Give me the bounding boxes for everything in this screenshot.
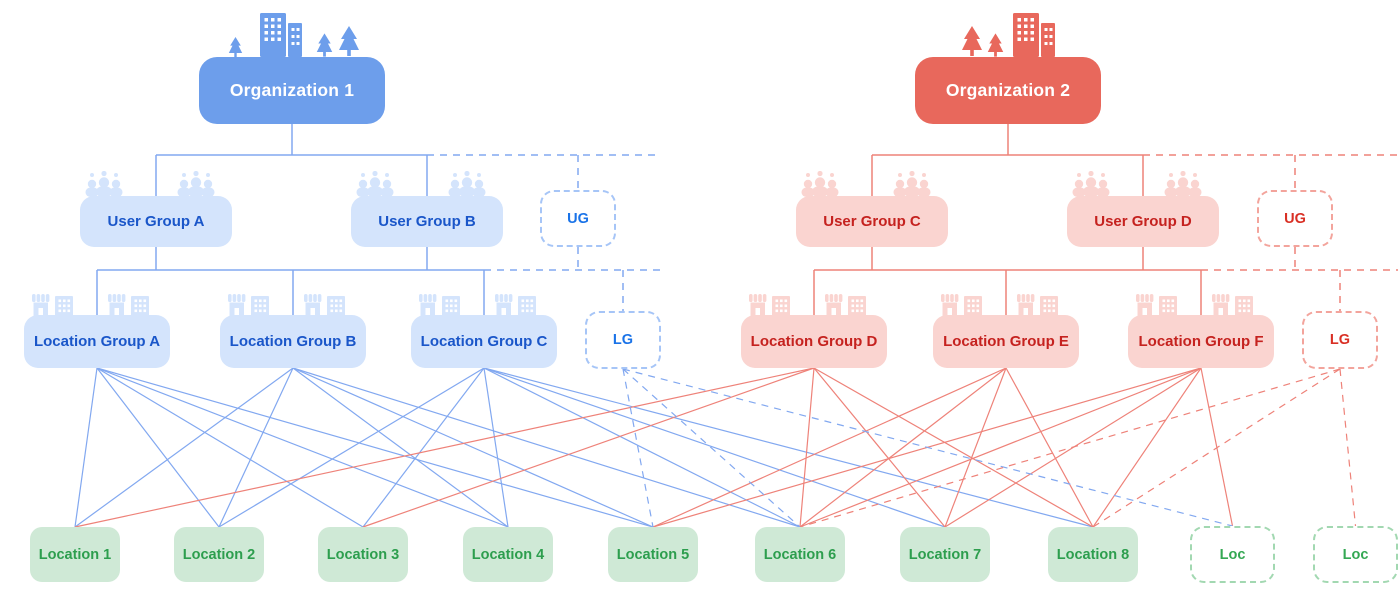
location-7-label: Location 7: [908, 546, 982, 563]
location-group-b-label: Location Group B: [229, 333, 357, 350]
location-group-a-label: Location Group A: [33, 333, 161, 350]
storefront-icons: [32, 294, 149, 316]
user-group-c-box: User Group C: [796, 196, 948, 247]
storefront-icons: [228, 294, 345, 316]
people-icon: [85, 171, 215, 197]
location-group-ghost-label: LG: [612, 332, 634, 348]
location-3-box: Location 3: [318, 527, 408, 582]
location-group-c-box: Location Group C: [411, 315, 557, 368]
location-ghost-label: Loc: [1342, 546, 1369, 563]
location-7-box: Location 7: [900, 527, 990, 582]
user-group-b-box: User Group B: [351, 196, 503, 247]
location-group-a-box: Location Group A: [24, 315, 170, 368]
location-group-ghost-box: LG: [585, 311, 661, 369]
user-group-ghost-box: UG: [1257, 190, 1333, 247]
location-8-label: Location 8: [1056, 546, 1130, 563]
location-2-box: Location 2: [174, 527, 264, 582]
location-8-box: Location 8: [1048, 527, 1138, 582]
user-group-ghost-label: UG: [1284, 210, 1306, 227]
location-group-d-label: Location Group D: [750, 333, 878, 350]
organization-campus-icon: [228, 13, 359, 57]
location-group-c-label: Location Group C: [420, 333, 548, 350]
organization-2-box: Organization 2: [915, 57, 1101, 124]
user-group-a-label: User Group A: [107, 213, 205, 230]
location-1-box: Location 1: [30, 527, 120, 582]
user-group-ghost-label: UG: [567, 210, 589, 227]
user-group-b-label: User Group B: [378, 213, 476, 230]
organization-1-box: Organization 1: [199, 57, 385, 124]
location-4-label: Location 4: [471, 546, 545, 563]
storefront-icons: [419, 294, 536, 316]
user-group-ghost-box: UG: [540, 190, 616, 247]
user-group-d-box: User Group D: [1067, 196, 1219, 247]
location-4-box: Location 4: [463, 527, 553, 582]
location-6-box: Location 6: [755, 527, 845, 582]
location-group-ghost-label: LG: [1329, 332, 1351, 348]
location-ghost-box: Loc: [1190, 526, 1275, 583]
people-icon: [801, 171, 931, 197]
storefront-icons: [749, 294, 866, 316]
user-group-a-box: User Group A: [80, 196, 232, 247]
organization-1-label: Organization 1: [229, 80, 355, 100]
location-3-label: Location 3: [326, 546, 400, 563]
storefront-icons: [941, 294, 1058, 316]
user-group-d-label: User Group D: [1094, 213, 1192, 230]
organization-campus-icon: [962, 13, 1055, 57]
location-group-ghost-box: LG: [1302, 311, 1378, 369]
location-ghost-label: Loc: [1219, 546, 1246, 563]
user-group-c-label: User Group C: [823, 213, 921, 230]
location-group-f-box: Location Group F: [1128, 315, 1274, 368]
location-5-label: Location 5: [616, 546, 690, 563]
location-2-label: Location 2: [182, 546, 256, 563]
location-6-label: Location 6: [763, 546, 837, 563]
storefront-icons: [1136, 294, 1253, 316]
location-1-label: Location 1: [38, 546, 112, 563]
organization-2-label: Organization 2: [945, 80, 1071, 100]
people-icon: [1072, 171, 1202, 197]
people-icon: [356, 171, 486, 197]
location-group-e-label: Location Group E: [943, 333, 1069, 350]
location-group-f-label: Location Group F: [1138, 333, 1264, 350]
location-group-b-box: Location Group B: [220, 315, 366, 368]
location-ghost-box: Loc: [1313, 526, 1398, 583]
location-group-d-box: Location Group D: [741, 315, 887, 368]
location-5-box: Location 5: [608, 527, 698, 582]
location-group-e-box: Location Group E: [933, 315, 1079, 368]
